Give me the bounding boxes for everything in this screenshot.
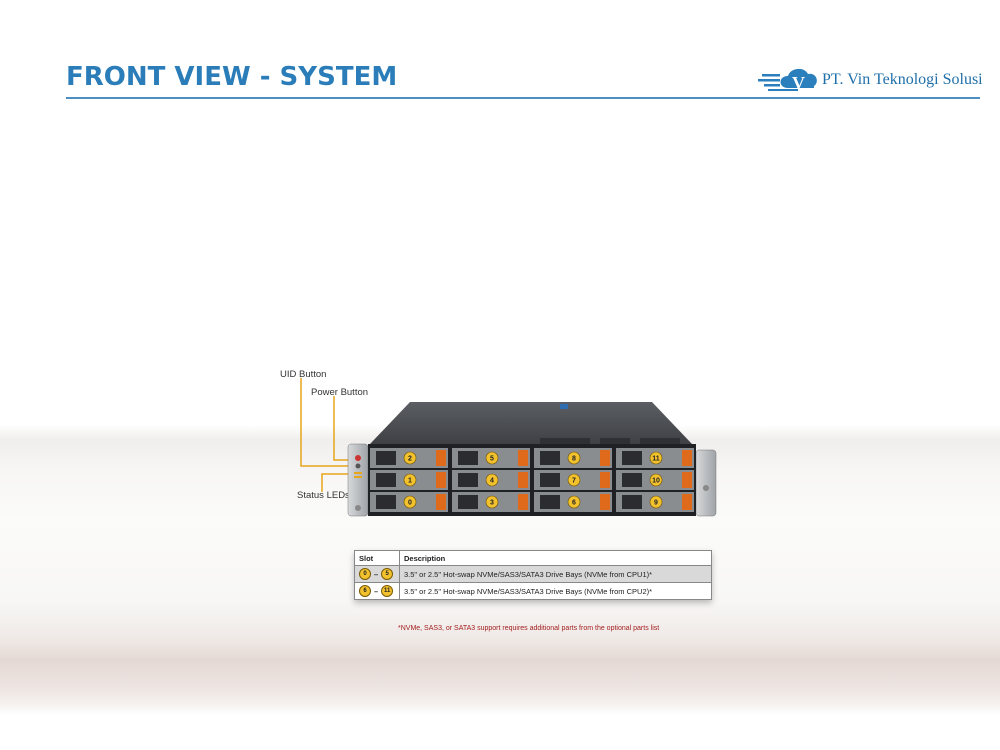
bay-label: 6 (572, 500, 576, 507)
bay-label: 9 (654, 500, 658, 507)
slot-from-badge: 6 (359, 585, 371, 597)
callout-power-button: Power Button (311, 387, 369, 398)
range-dash: – (374, 569, 379, 579)
company-logo: V (758, 68, 817, 93)
bay-label: 10 (652, 478, 660, 485)
slot-from-badge: 0 (359, 568, 371, 580)
slot-table-header-row: Slot Description (354, 550, 712, 566)
bay-label: 11 (652, 456, 660, 463)
company-name: PT. Vin Teknologi Solusi (822, 71, 983, 88)
slot-table: Slot Description 0–5 3.5" or 2.5" Hot-sw… (354, 550, 712, 600)
slot-range: 0–5 (354, 565, 400, 583)
status-leds-leader-line (321, 473, 348, 492)
uid-leader-line (300, 378, 348, 467)
table-row: 6–11 3.5" or 2.5" Hot-swap NVMe/SAS3/SAT… (354, 582, 712, 600)
bay-label: 5 (490, 456, 494, 463)
server-chassis-front: 2 1 0 5 4 3 8 7 6 11 10 9 (347, 402, 717, 517)
slot-description: 3.5" or 2.5" Hot-swap NVMe/SAS3/SATA3 Dr… (399, 565, 712, 583)
cloud-v-logo-icon: V (758, 68, 817, 93)
footnote: *NVMe, SAS3, or SATA3 support requires a… (398, 625, 660, 632)
bay-label: 7 (572, 478, 576, 485)
power-button-icon (355, 463, 361, 469)
bay-label: 4 (490, 478, 494, 485)
chassis-top-lid (370, 402, 692, 444)
range-dash: – (374, 586, 379, 596)
uid-button-icon (355, 455, 361, 461)
callout-status-leds: Status LEDs (297, 490, 350, 501)
bay-label: 2 (408, 456, 412, 463)
callout-uid-button: UID Button (280, 369, 327, 380)
power-leader-line (333, 396, 348, 461)
page-title: FRONT VIEW - SYSTEM (66, 62, 398, 92)
bay-label: 0 (408, 500, 412, 507)
slot-range: 6–11 (354, 582, 400, 600)
bay-label: 8 (572, 456, 576, 463)
table-row: 0–5 3.5" or 2.5" Hot-swap NVMe/SAS3/SATA… (354, 565, 712, 583)
slot-to-badge: 11 (381, 585, 394, 597)
drive-column-1 (370, 448, 448, 512)
bay-label: 1 (408, 478, 412, 485)
right-rack-ear (695, 449, 717, 517)
bay-label: 3 (490, 500, 494, 507)
logo-mark-letter: V (792, 73, 805, 93)
slot-description: 3.5" or 2.5" Hot-swap NVMe/SAS3/SATA3 Dr… (399, 582, 712, 600)
slot-to-badge: 5 (381, 568, 394, 580)
title-underline (66, 97, 980, 99)
description-column-header: Description (399, 550, 712, 566)
slot-column-header: Slot (354, 550, 400, 566)
